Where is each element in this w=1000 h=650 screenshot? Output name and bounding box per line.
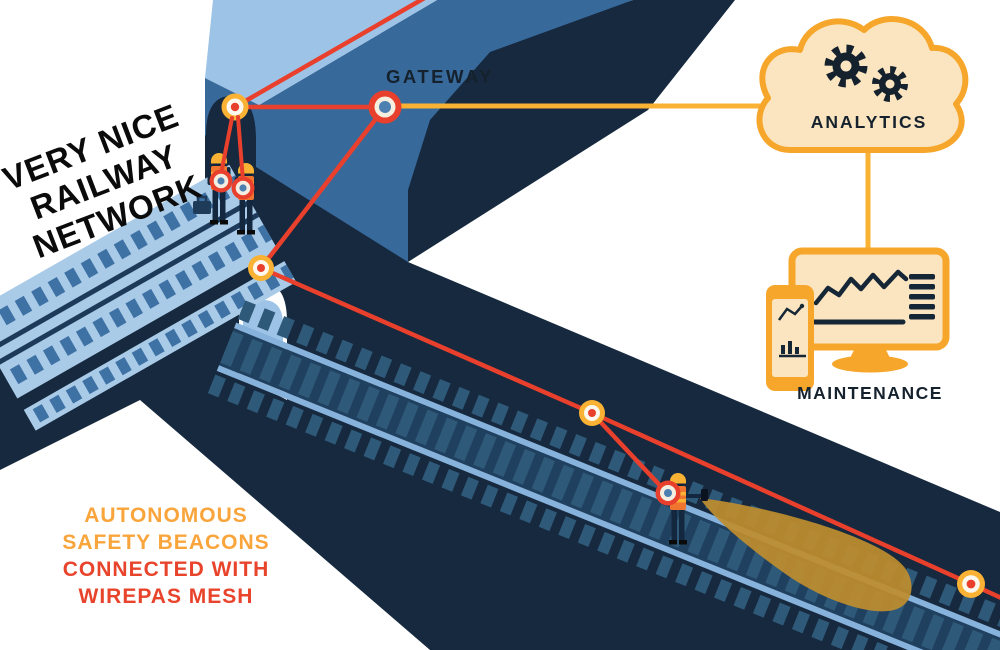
mesh-links: [232, 0, 1000, 600]
dashboard-monitor-icon: [788, 247, 950, 373]
gear-icon: [824, 44, 908, 102]
upper-track: [0, 164, 297, 431]
safety-beacon-node-icon: [209, 169, 681, 506]
analytics-cloud-icon: [756, 16, 969, 153]
gateway-node-icon: [368, 90, 402, 124]
mobile-app-icon: [766, 285, 814, 391]
beacon-links: [219, 115, 245, 183]
mesh-relay-node-icon: [221, 93, 985, 598]
flashlight-beam-icon: [700, 498, 912, 612]
toolbox-icon: [193, 195, 211, 214]
